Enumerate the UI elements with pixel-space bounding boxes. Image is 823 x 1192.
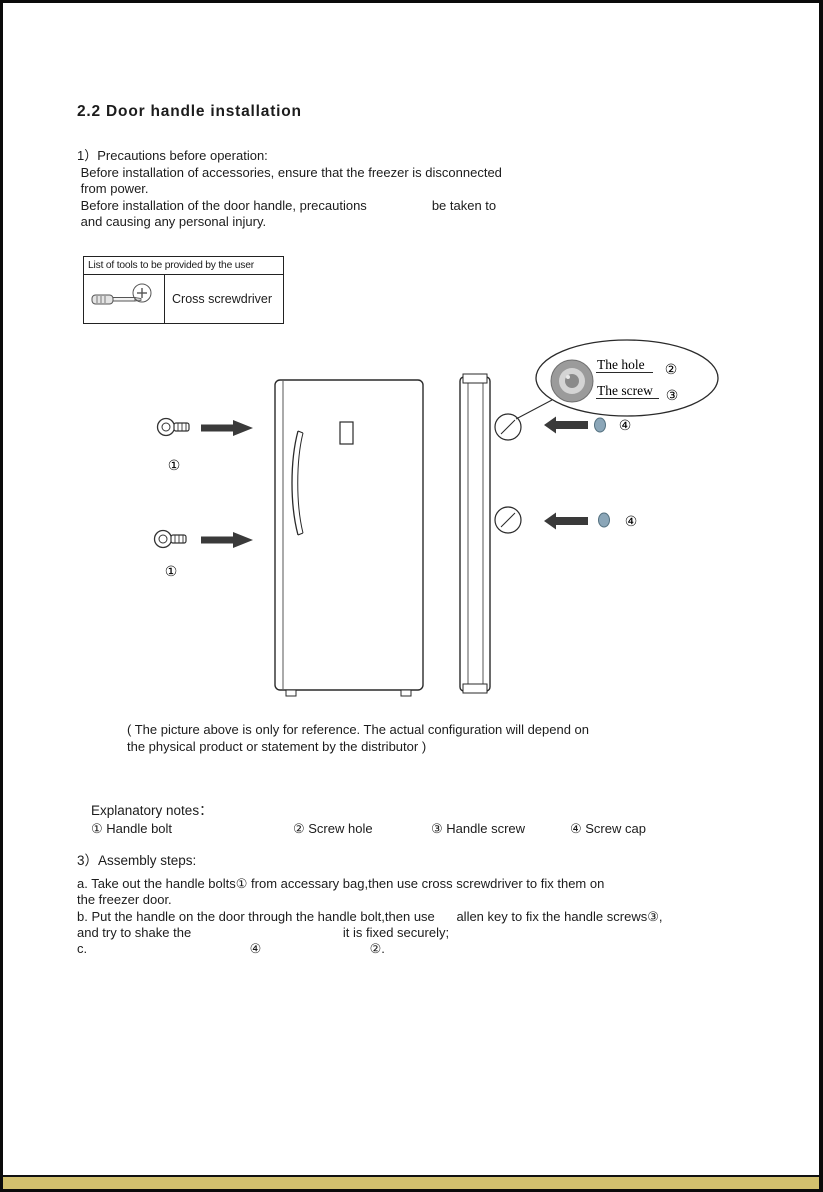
freezer-foot [285, 689, 297, 697]
assembly-step-line: and try to shake the it is fixed securel… [77, 924, 450, 940]
note-screw-cap: ④ Screw cap [570, 821, 646, 836]
callout-number-1: ① [165, 563, 178, 579]
arrow-left-icon [544, 416, 588, 434]
handle-bolt-icon [153, 529, 187, 549]
page-bottom-band [3, 1175, 819, 1189]
cross-screwdriver-icon [91, 283, 152, 304]
screw-label: The screw [597, 383, 653, 398]
handle-bolt-icon [156, 417, 190, 437]
callout-number-3: ③ [666, 387, 679, 403]
precautions-line: Before installation of accessories, ensu… [77, 164, 502, 180]
screw-hole-photo [550, 359, 594, 403]
callout-oval: The hole ② The screw ③ [535, 339, 719, 417]
explanatory-notes-heading: Explanatory notes： [91, 803, 213, 818]
section-title: 2.2 Door handle installation [77, 103, 302, 120]
door-handle [291, 430, 299, 536]
screw-cap-icon [598, 512, 610, 528]
precautions-paragraph: 1）Precautions before operation: Before i… [77, 148, 502, 231]
hole-label: The hole [597, 357, 645, 372]
tools-table-header-row: List of tools to be provided by the user [83, 256, 284, 275]
assembly-step-line: a. Take out the handle bolts① from acces… [77, 876, 605, 891]
callout-number-4: ④ [625, 513, 638, 529]
display-panel [339, 421, 354, 445]
assembly-step-line: c. ④ ②. [77, 941, 385, 957]
tools-table-header: List of tools to be provided by the user [83, 256, 284, 275]
assembly-step-line: b. Put the handle on the door through th… [77, 908, 663, 924]
callout-number-2: ② [665, 361, 678, 377]
arrow-left-icon [544, 512, 588, 530]
arrow-right-icon [201, 532, 253, 548]
precautions-line: from power. [77, 181, 149, 196]
note-screw-hole: ② Screw hole [293, 821, 373, 836]
caption-line: ( The picture above is only for referenc… [127, 722, 590, 737]
arrow-right-icon [201, 420, 253, 436]
tool-name: Cross screwdriver [164, 274, 284, 324]
note-handle-screw: ③ Handle screw [431, 821, 526, 836]
assembly-steps: a. Take out the handle bolts① from acces… [77, 876, 662, 957]
precautions-line: Before installation of the door handle, … [77, 197, 497, 213]
reference-caption: ( The picture above is only for referenc… [127, 721, 589, 755]
door-side-view [459, 373, 522, 694]
note-handle-bolt: ① Handle bolt [91, 821, 173, 836]
screw-cap-icon [594, 417, 606, 433]
screwdriver-cell [83, 274, 165, 324]
assembly-step-line: the freezer door. [77, 892, 172, 908]
callout-number-4: ④ [619, 417, 632, 433]
installation-diagram: ① ① [153, 339, 719, 697]
leader-line [515, 399, 553, 420]
freezer-foot [400, 689, 412, 697]
freezer-front-view [274, 379, 424, 697]
tools-table: List of tools to be provided by the user… [83, 256, 284, 324]
assembly-steps-heading: 3）Assembly steps: [77, 853, 197, 868]
caption-line: the physical product or statement by the… [127, 739, 427, 754]
precautions-line: 1）Precautions before operation: [77, 148, 268, 163]
precautions-line: and causing any personal injury. [77, 214, 267, 229]
callout-number-1: ① [168, 457, 181, 473]
tools-table-body-row: Cross screwdriver [83, 274, 284, 324]
